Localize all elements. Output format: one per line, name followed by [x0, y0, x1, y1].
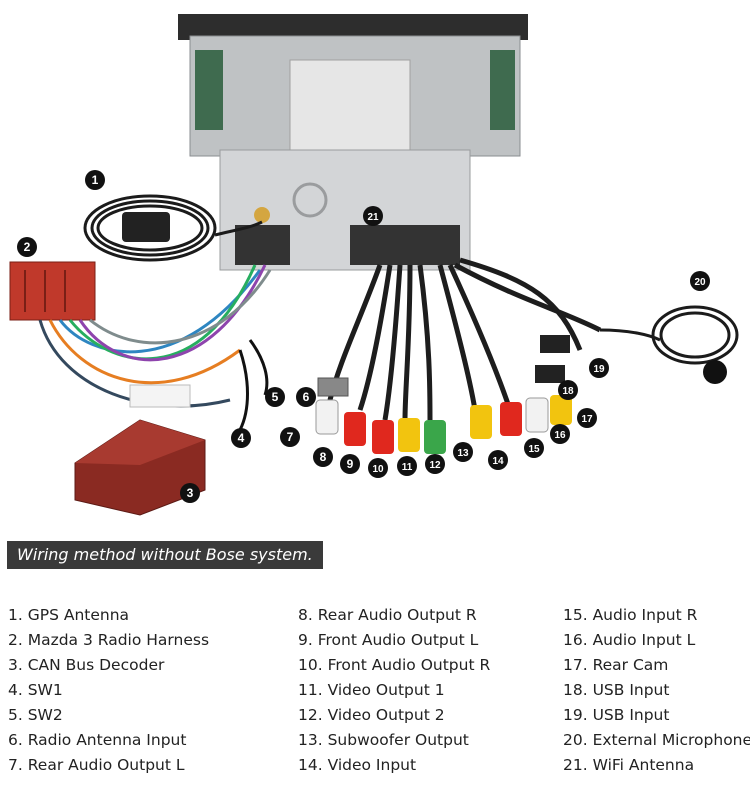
legend-column-2: 8. Rear Audio Output R 9. Front Audio Ou…: [298, 603, 490, 778]
callout-3: 3: [180, 483, 200, 503]
svg-text:21: 21: [367, 212, 379, 223]
legend-item: 14. Video Input: [298, 756, 417, 774]
svg-text:16: 16: [554, 430, 566, 441]
legend-item: 21. WiFi Antenna: [563, 756, 695, 774]
legend-item: 12. Video Output 2: [298, 706, 445, 724]
svg-text:18: 18: [562, 386, 574, 397]
legend-item: 4. SW1: [8, 681, 63, 699]
legend-item: 3. CAN Bus Decoder: [8, 656, 165, 674]
rca-plugs: [315, 335, 572, 454]
legend-item: 17. Rear Cam: [563, 656, 669, 674]
callout-15: 15: [524, 438, 544, 458]
svg-text:15: 15: [528, 444, 540, 455]
wire-bundle: [38, 264, 272, 431]
callout-16: 16: [550, 424, 570, 444]
legend-item: 11. Video Output 1: [298, 681, 445, 699]
legend-item: 20. External Microphone: [563, 731, 750, 749]
legend-item: 7. Rear Audio Output L: [8, 756, 185, 774]
legend-item: 10. Front Audio Output R: [298, 656, 491, 674]
svg-text:14: 14: [492, 456, 504, 467]
svg-text:13: 13: [457, 448, 469, 459]
gps-antenna: [83, 194, 263, 262]
svg-text:9: 9: [347, 457, 354, 471]
callout-10: 10: [368, 458, 388, 478]
callout-8: 8: [313, 447, 333, 467]
legend-item: 5. SW2: [8, 706, 63, 724]
legend-item: 6. Radio Antenna Input: [8, 731, 187, 749]
callout-7: 7: [280, 427, 300, 447]
legend-item: 15. Audio Input R: [563, 606, 698, 624]
callout-14: 14: [488, 450, 508, 470]
harness-plug: [129, 384, 191, 408]
head-unit: [178, 14, 528, 271]
callout-11: 11: [397, 456, 417, 476]
radio-harness: [9, 261, 96, 321]
legend-column-1: 1. GPS Antenna 2. Mazda 3 Radio Harness …: [8, 603, 209, 778]
legend-item: 16. Audio Input L: [563, 631, 696, 649]
svg-text:3: 3: [187, 486, 194, 500]
wiring-method-banner: Wiring method without Bose system.: [7, 541, 323, 569]
external-microphone: [599, 305, 739, 384]
callout-5: 5: [265, 387, 285, 407]
rca-cables: [327, 257, 602, 421]
legend-item: 8. Rear Audio Output R: [298, 606, 477, 624]
callout-18: 18: [558, 380, 578, 400]
svg-text:20: 20: [694, 277, 706, 288]
callout-21: 21: [363, 206, 383, 226]
svg-text:6: 6: [303, 390, 310, 404]
svg-text:17: 17: [581, 414, 593, 425]
callout-20: 20: [690, 271, 710, 291]
callout-12: 12: [425, 454, 445, 474]
svg-text:4: 4: [238, 431, 245, 445]
svg-text:10: 10: [372, 464, 384, 475]
svg-text:11: 11: [402, 462, 413, 473]
svg-text:5: 5: [272, 390, 279, 404]
callout-1: 1: [85, 170, 105, 190]
svg-text:2: 2: [24, 240, 31, 254]
legend-item: 13. Subwoofer Output: [298, 731, 469, 749]
legend-item: 18. USB Input: [563, 681, 670, 699]
callout-13: 13: [453, 442, 473, 462]
callout-17: 17: [577, 408, 597, 428]
svg-text:19: 19: [593, 364, 605, 375]
callout-2: 2: [17, 237, 37, 257]
svg-text:1: 1: [92, 173, 99, 187]
svg-text:12: 12: [429, 460, 441, 471]
svg-text:8: 8: [320, 450, 327, 464]
canbus-decoder: [74, 419, 206, 516]
legend-item: 19. USB Input: [563, 706, 670, 724]
legend-column-3: 15. Audio Input R 16. Audio Input L 17. …: [563, 603, 750, 778]
callout-4: 4: [231, 428, 251, 448]
legend-item: 9. Front Audio Output L: [298, 631, 479, 649]
legend-item: 1. GPS Antenna: [8, 606, 130, 624]
callout-6: 6: [296, 387, 316, 407]
svg-text:7: 7: [287, 430, 294, 444]
legend-item: 2. Mazda 3 Radio Harness: [8, 631, 210, 649]
callout-19: 19: [589, 358, 609, 378]
callout-9: 9: [340, 454, 360, 474]
